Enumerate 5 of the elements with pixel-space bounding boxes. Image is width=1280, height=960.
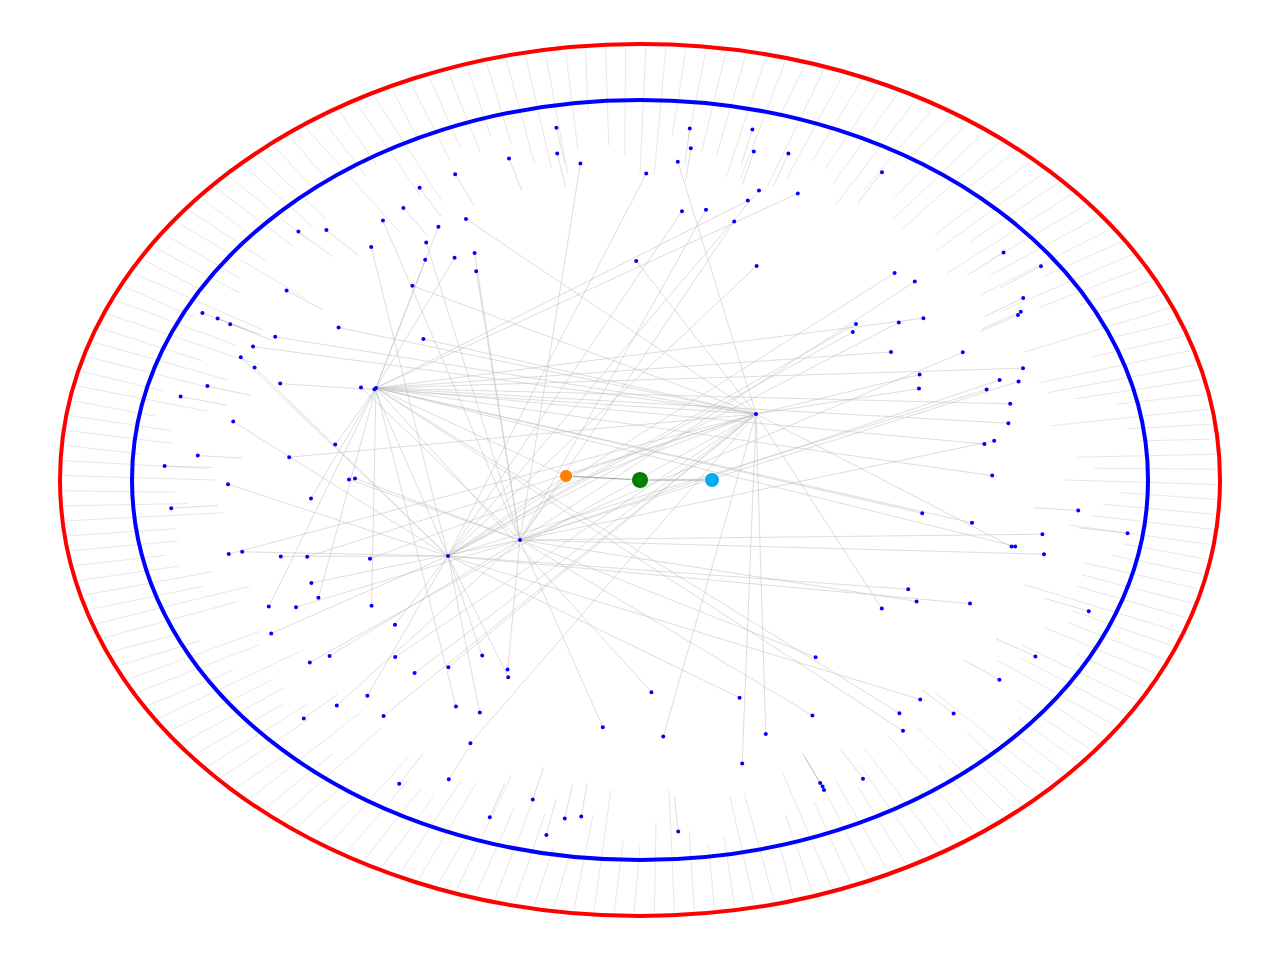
tree-edge xyxy=(572,475,632,481)
tree-node xyxy=(560,470,572,482)
tree-node xyxy=(632,472,648,488)
tree-edge xyxy=(648,479,706,481)
tree-node xyxy=(705,473,719,487)
